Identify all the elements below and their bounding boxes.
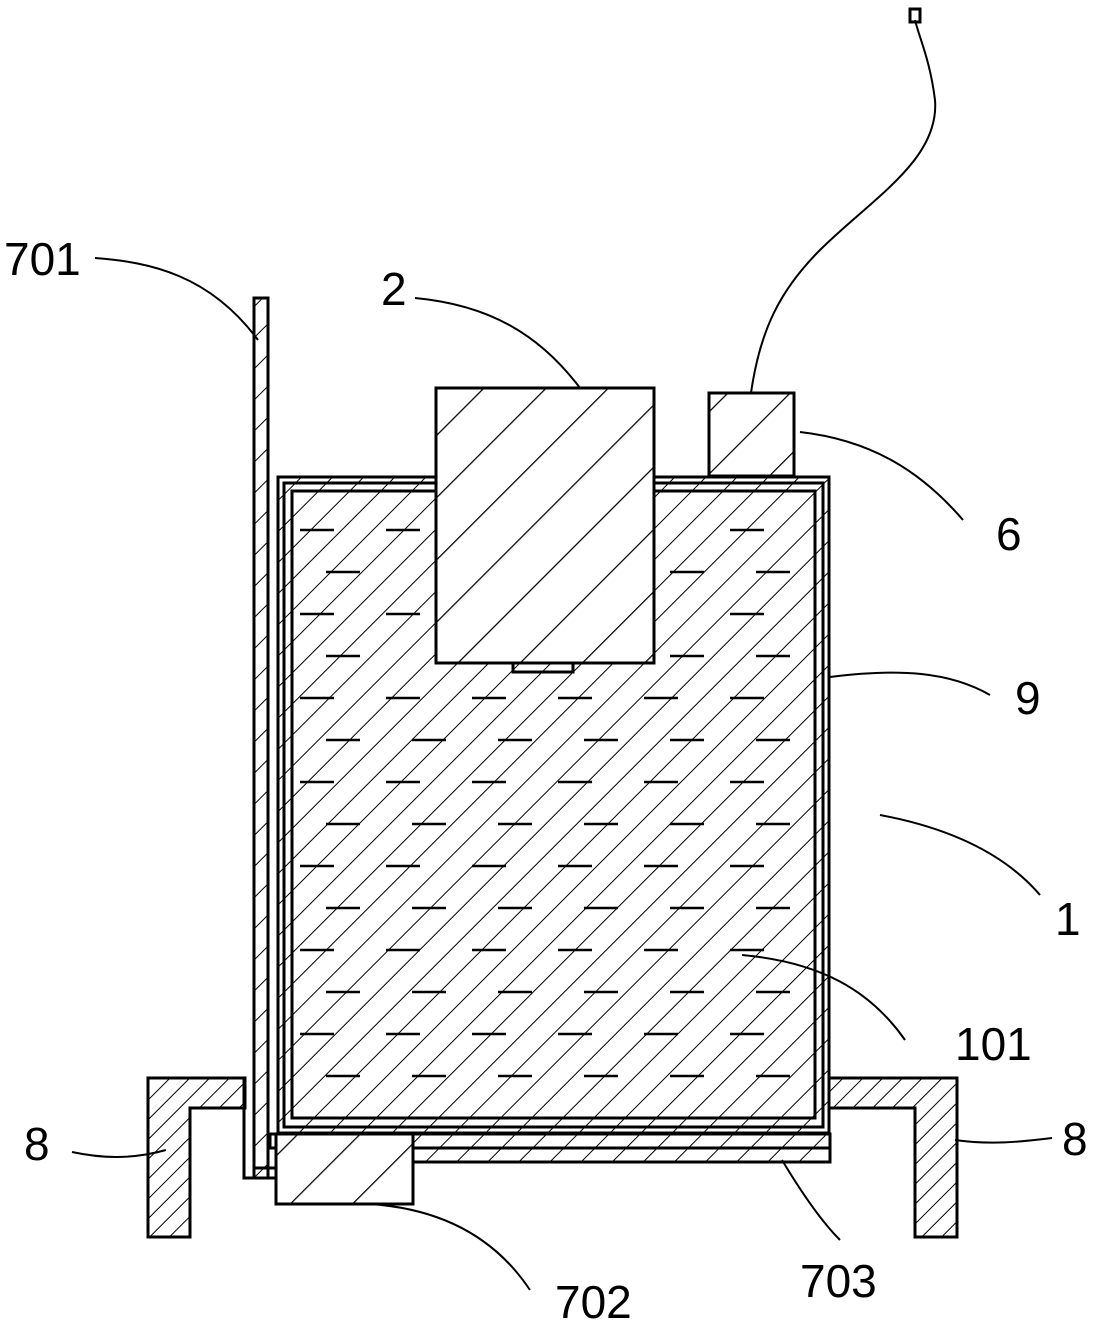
- right-support-bracket: [826, 1076, 959, 1239]
- leader-8-left: [71, 1149, 167, 1158]
- leader-8-right: [954, 1137, 1053, 1144]
- liquid-dashes: [300, 528, 790, 1078]
- leader-9: [829, 671, 991, 696]
- leader-701: [94, 257, 259, 341]
- leader-6: [799, 431, 964, 521]
- label-8-right: 8: [1062, 1113, 1088, 1165]
- label-701: 701: [4, 233, 81, 285]
- leader-703: [781, 1159, 841, 1241]
- block-702: [274, 1132, 415, 1206]
- left-support-bracket: [146, 1076, 247, 1239]
- label-2: 2: [381, 263, 407, 315]
- cable-end-connector: [908, 7, 922, 24]
- component-2: [434, 386, 656, 665]
- leader-1: [879, 814, 1041, 896]
- leader-2: [414, 297, 581, 389]
- label-1: 1: [1055, 893, 1081, 945]
- label-101: 101: [955, 1018, 1032, 1070]
- leader-101: [741, 954, 906, 1041]
- label-702: 702: [555, 1276, 632, 1328]
- leader-702: [369, 1203, 531, 1291]
- component-6: [707, 391, 796, 478]
- label-6: 6: [996, 508, 1022, 560]
- label-703: 703: [800, 1255, 877, 1307]
- vertical-plate-701: [252, 296, 270, 1180]
- label-9: 9: [1015, 672, 1041, 724]
- label-8-left: 8: [24, 1118, 50, 1170]
- bottom-plate-703-lower: [410, 1146, 832, 1164]
- component-2-nub: [511, 661, 575, 674]
- cable: [750, 19, 937, 394]
